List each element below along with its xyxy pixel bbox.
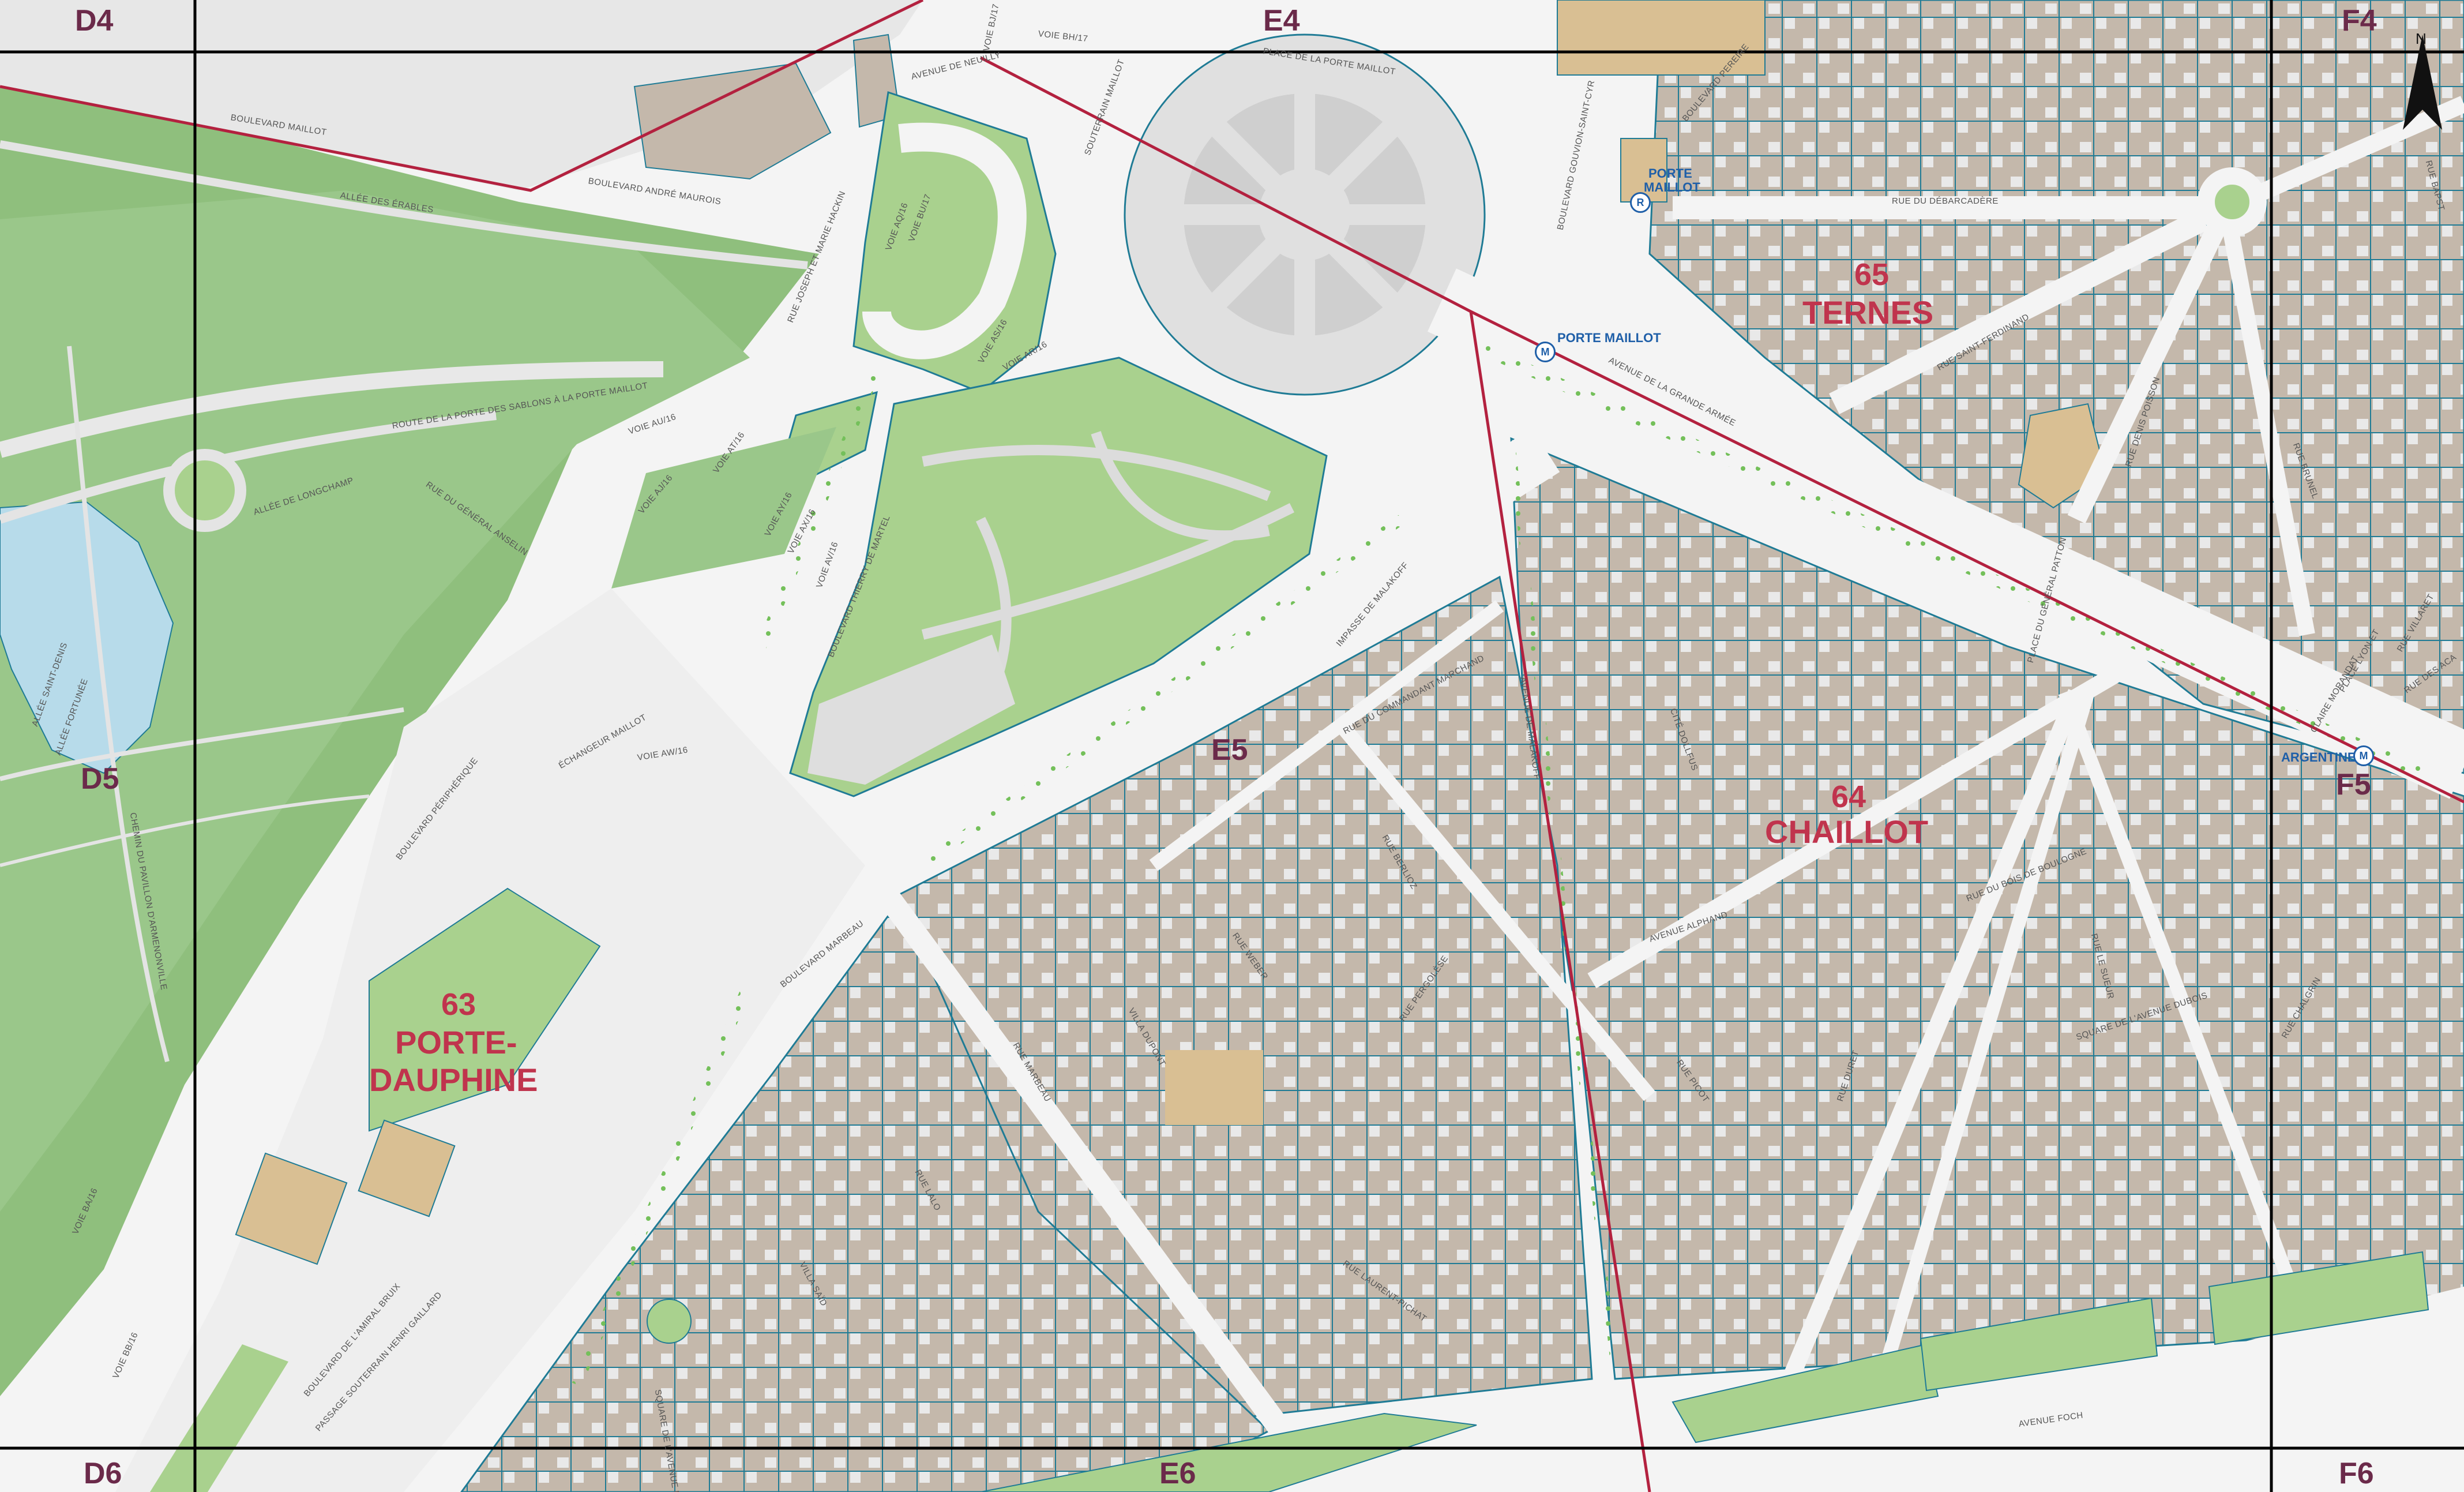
poi-porte-maillot-rer-line1[interactable]: PORTE [1648,166,1692,181]
grid-label-f4: F4 [2342,4,2377,38]
road [2058,689,2303,1301]
road [1829,209,2208,414]
road [2222,96,2464,216]
building-tan [1165,1050,1263,1125]
grid-label-d4: D4 [75,4,114,38]
roundabout-longchamp [163,449,246,532]
avenue-foch-lawn [980,1412,1477,1492]
road [2067,203,2236,524]
district-name-porte-dauphine-line2: DAUPHINE [369,1062,538,1098]
avenue-foch-lawn [2208,1251,2429,1345]
bois-path [67,346,170,1063]
district-number-porte-dauphine: 63 [441,987,476,1022]
place-des-ternes-roundabout [2198,167,2267,237]
bois-lighter-area [0,190,750,1212]
north-arrow-icon [2403,35,2442,130]
rer-station-icon[interactable]: R [1630,192,1651,213]
tree-row [1508,438,1618,1374]
tennis-court [358,1119,456,1217]
interchange-ramp [862,122,1027,359]
road [1873,690,2095,1387]
park-paths [921,431,1295,695]
bois-path [0,794,370,867]
district-name-porte-dauphine-line1: PORTE- [395,1024,517,1060]
road [1149,600,1504,871]
grid-label-d5: D5 [81,762,119,796]
road [1780,689,2084,1388]
grid-label-e5: E5 [1211,733,1248,767]
metro-station-icon[interactable]: M [2353,745,2374,766]
poi-argentine-metro[interactable]: ARGENTINE [2281,750,2356,764]
avenue-grande-armee-trees [1474,340,2425,779]
interchange-green [611,427,836,588]
stade-green [369,887,601,1132]
street-label: RUE DU DÉBARCADÈRE [1892,196,1999,206]
north-label: N [2416,30,2427,47]
district-boundary [1469,311,1651,1492]
avenue-foch [1644,1287,2464,1492]
bois-path [0,707,404,781]
poi-porte-maillot-rer-line2[interactable]: MAILLOT [1644,180,1700,194]
district-name-ternes: TERNES [1802,294,1934,331]
grid-label-d6: D6 [84,1457,122,1490]
lake [0,501,174,774]
grid-label-e4: E4 [1263,4,1300,38]
tree-row [572,979,755,1387]
district-boundary [0,0,924,192]
tree-row [756,367,882,648]
bois-path [0,140,808,269]
district-name-chaillot: CHAILLOT [1765,814,1929,850]
green-strip [150,1344,288,1492]
district-number-ternes: 65 [1854,257,1890,292]
avenue-foch-lawn [1920,1297,2158,1392]
tree-row [919,515,1405,870]
road [1197,428,1560,685]
small-square-green [647,1299,692,1344]
avenue-grande-armee [1428,268,2464,799]
tennis-court [235,1152,348,1265]
district-number-chaillot: 64 [1831,779,1866,814]
building-tan [1557,0,1766,76]
park-plaza [807,635,1015,785]
metro-station-icon[interactable]: M [1535,342,1556,362]
grid-label-e6: E6 [1159,1457,1196,1490]
avenue-foch-lawn [1672,1343,1939,1444]
poi-porte-maillot-metro[interactable]: PORTE MAILLOT [1557,331,1661,345]
buildings-neuilly [633,62,832,180]
road [1587,656,2139,988]
grid-label-f5: F5 [2336,768,2371,801]
building-tan [1620,138,1667,203]
road [855,859,1336,1492]
neuilly-strip [0,0,923,190]
road [1332,716,1655,1101]
grid-label-f6: F6 [2339,1457,2374,1490]
road [2218,206,2315,636]
